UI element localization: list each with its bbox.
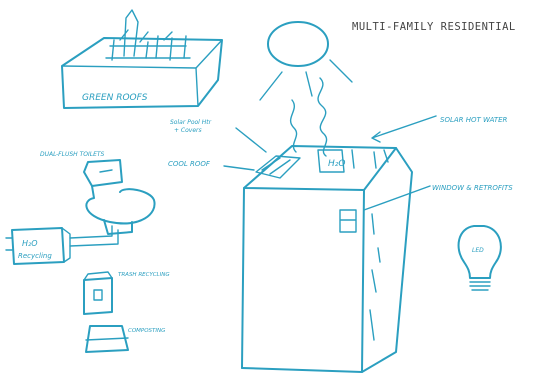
water-pipe <box>70 226 118 246</box>
building-sketch <box>242 146 412 372</box>
label-h2o-tank: H₂O <box>328 159 345 169</box>
label-trash-recycling: TRASH RECYCLING <box>118 272 170 278</box>
trash-recycling-sketch <box>84 272 112 314</box>
arrow-windows <box>364 186 430 210</box>
arrow-cool-roof <box>224 166 254 170</box>
label-led: LED <box>472 247 484 254</box>
sun-sketch <box>260 22 352 100</box>
toilet-sketch <box>84 160 155 234</box>
label-windows-retrofits: WINDOW & RETROFITS <box>432 184 513 192</box>
label-h2o-recycling-2: Recycling <box>18 252 52 260</box>
diagram-title: MULTI-FAMILY RESIDENTIAL <box>352 21 516 33</box>
label-cool-roof: COOL ROOF <box>168 160 211 168</box>
heat-squiggle <box>318 78 327 156</box>
arrow-solar-pool <box>236 128 266 152</box>
label-solar-pool-htr: Solar Pool Htr <box>170 119 212 126</box>
label-h2o-recycling-1: H₂O <box>22 239 38 248</box>
label-composting: COMPOSTING <box>128 328 165 334</box>
label-green-roofs: GREEN ROOFS <box>82 93 148 103</box>
label-solar-hot-water: SOLAR HOT WATER <box>440 116 508 124</box>
label-dual-flush-toilets: DUAL-FLUSH TOILETS <box>40 151 105 158</box>
label-solar-pool-covers: + Covers <box>174 127 202 134</box>
led-bulb-sketch <box>459 226 501 290</box>
arrow-solar-hot-water <box>372 116 436 142</box>
heat-squiggle-small <box>291 100 297 152</box>
composting-sketch <box>86 326 128 352</box>
